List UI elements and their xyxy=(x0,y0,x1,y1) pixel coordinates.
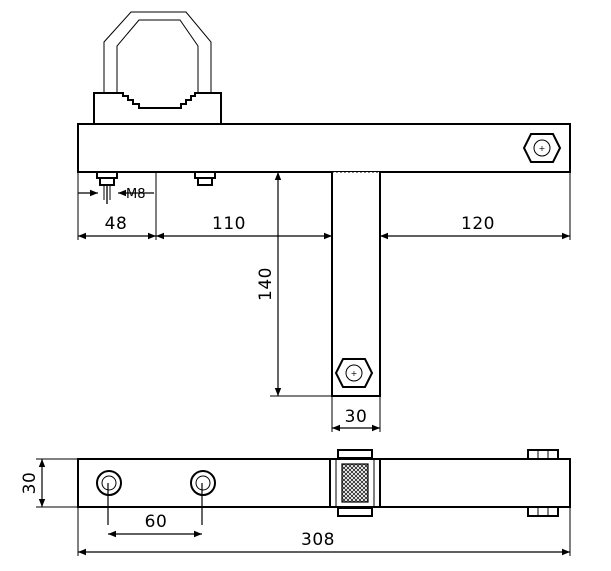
side-view: 30 60 308 xyxy=(20,449,571,556)
dim-30-post-label: 30 xyxy=(345,407,368,427)
hex-nut-icon: + xyxy=(334,358,374,388)
hex-nut-icon: + xyxy=(522,133,562,163)
dim-140-label: 140 xyxy=(256,267,276,301)
bolt-icon xyxy=(96,171,118,204)
hex-nut-icon xyxy=(190,470,216,525)
svg-text:+: + xyxy=(351,369,358,378)
hex-nut-icon xyxy=(96,470,122,525)
dim-308-label: 308 xyxy=(301,530,335,550)
svg-text:+: + xyxy=(539,144,546,153)
dim-120-label: 120 xyxy=(461,214,495,234)
clamp-icon xyxy=(93,11,222,125)
dim-48-label: 48 xyxy=(105,214,128,234)
side-bar xyxy=(77,458,571,508)
dim-60-label: 60 xyxy=(145,512,168,532)
main-bar xyxy=(77,123,571,173)
dim-110-label: 110 xyxy=(212,214,246,234)
center-clamp xyxy=(329,449,381,517)
m8-label: M8 xyxy=(126,187,146,202)
top-view: + + M8 xyxy=(77,11,571,432)
vertical-post xyxy=(331,172,381,397)
dim-30-side-label: 30 xyxy=(20,472,40,495)
hex-nut-icon xyxy=(527,449,559,517)
bolt-icon xyxy=(194,171,216,186)
